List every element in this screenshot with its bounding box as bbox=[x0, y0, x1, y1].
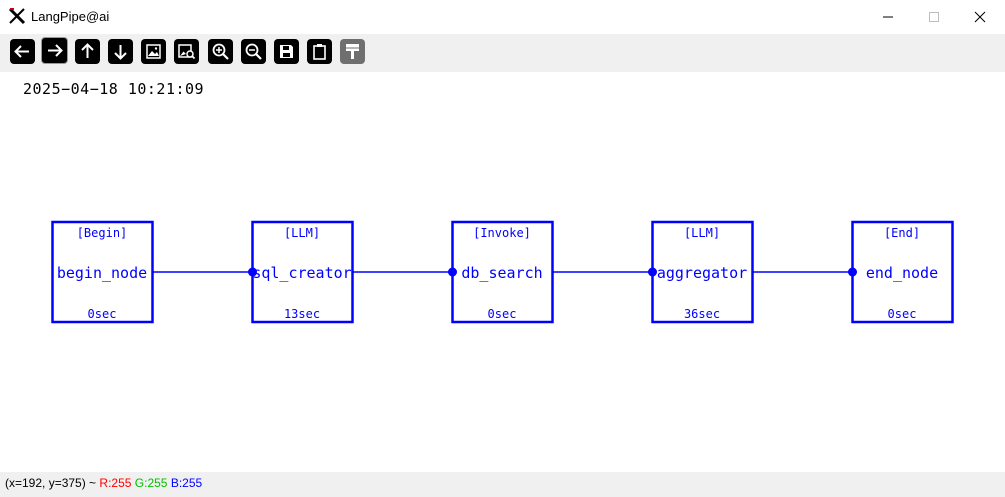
node-type-label: [LLM] bbox=[684, 226, 720, 240]
zoom-out-button[interactable] bbox=[241, 39, 266, 64]
paint-button[interactable] bbox=[340, 39, 365, 64]
back-button[interactable] bbox=[10, 39, 35, 64]
timestamp: 2025−04−18 10:21:09 bbox=[23, 80, 205, 98]
green-value: G:255 bbox=[134, 476, 168, 490]
cursor-position: (x=192, y=375) ~ bbox=[5, 476, 97, 490]
close-icon bbox=[974, 11, 986, 23]
zoom-in-icon bbox=[212, 43, 229, 60]
close-button[interactable] bbox=[956, 4, 1002, 30]
node-type-label: [Begin] bbox=[77, 226, 128, 240]
node-end[interactable]: [End] end_node 0sec bbox=[851, 220, 954, 324]
pipeline-graph: [Begin] begin_node 0sec [LLM] sql_creato… bbox=[51, 220, 954, 324]
window-title: LangPipe@ai bbox=[31, 9, 110, 24]
node-name-label: db_search bbox=[461, 264, 542, 282]
title-bar: LangPipe@ai bbox=[0, 0, 1005, 34]
node-db-search[interactable]: [Invoke] db_search 0sec bbox=[451, 220, 554, 324]
node-type-label: [End] bbox=[884, 226, 920, 240]
image-search-button[interactable] bbox=[174, 39, 199, 64]
node-time-label: 0sec bbox=[88, 307, 117, 321]
arrow-down-icon bbox=[114, 45, 127, 60]
maximize-button[interactable] bbox=[910, 4, 956, 30]
node-name-label: begin_node bbox=[57, 264, 147, 282]
node-aggregator[interactable]: [LLM] aggregator 36sec bbox=[651, 220, 754, 324]
node-name-label: sql_creator bbox=[252, 264, 351, 282]
node-type-label: [Invoke] bbox=[473, 226, 531, 240]
up-button[interactable] bbox=[75, 39, 100, 64]
image-icon bbox=[146, 44, 161, 59]
zoom-in-button[interactable] bbox=[208, 39, 233, 64]
status-bar: (x=192, y=375) ~ R:255 G:255 B:255 bbox=[0, 472, 1005, 497]
node-name-label: aggregator bbox=[657, 264, 747, 282]
input-port[interactable] bbox=[848, 267, 857, 277]
red-value: R:255 bbox=[99, 476, 132, 490]
image-search-icon bbox=[178, 44, 196, 60]
pipeline-canvas[interactable]: 2025−04−18 10:21:09 [Begin] begin_node 0… bbox=[0, 72, 1005, 472]
node-type-label: [LLM] bbox=[284, 226, 320, 240]
input-port[interactable] bbox=[248, 267, 257, 277]
node-time-label: 13sec bbox=[284, 307, 320, 321]
clipboard-button[interactable] bbox=[307, 39, 332, 64]
down-button[interactable] bbox=[108, 39, 133, 64]
node-time-label: 0sec bbox=[888, 307, 917, 321]
node-time-label: 36sec bbox=[684, 307, 720, 321]
node-name-label: end_node bbox=[866, 264, 938, 282]
input-port[interactable] bbox=[648, 267, 657, 277]
floppy-disk-icon bbox=[280, 45, 293, 58]
toolbar bbox=[0, 34, 1005, 72]
image-button[interactable] bbox=[141, 39, 166, 64]
node-sql-creator[interactable]: [LLM] sql_creator 13sec bbox=[251, 220, 354, 324]
blue-value: B:255 bbox=[170, 476, 203, 490]
clipboard-icon bbox=[313, 44, 326, 60]
zoom-out-icon bbox=[245, 43, 262, 60]
arrow-right-icon bbox=[48, 44, 63, 57]
app-logo-icon bbox=[8, 7, 26, 25]
node-time-label: 0sec bbox=[488, 307, 517, 321]
node-begin[interactable]: [Begin] begin_node 0sec bbox=[51, 220, 154, 324]
save-button[interactable] bbox=[274, 39, 299, 64]
cursor-readout: (x=192, y=375) ~ R:255 G:255 B:255 bbox=[5, 476, 202, 490]
paint-brush-icon bbox=[346, 44, 359, 59]
arrow-up-icon bbox=[81, 43, 94, 58]
input-port[interactable] bbox=[448, 267, 457, 277]
minimize-button[interactable] bbox=[864, 4, 910, 30]
maximize-icon bbox=[929, 12, 939, 22]
arrow-left-icon bbox=[14, 45, 29, 58]
forward-button[interactable] bbox=[41, 37, 68, 64]
minimize-icon bbox=[883, 16, 893, 18]
